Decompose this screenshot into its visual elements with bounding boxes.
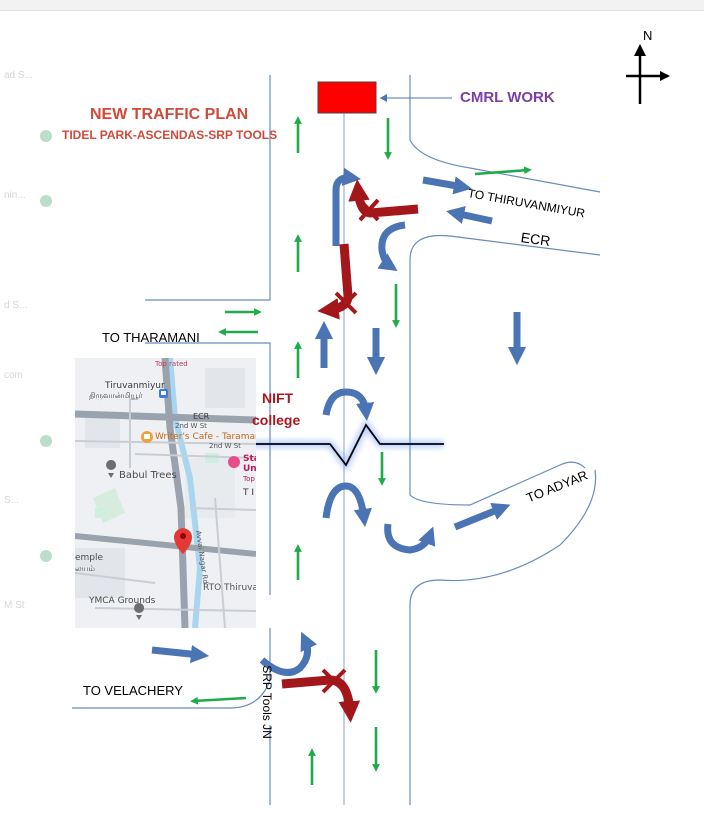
metro-station-icon <box>159 389 168 398</box>
inset-sta: Sta <box>243 454 256 464</box>
inset-writers-cafe: Writer's Cafe - Taramani <box>155 432 256 442</box>
green-east-thiruvanmiyur <box>474 166 532 176</box>
inset-ymca: YMCA Grounds <box>89 596 156 606</box>
cafe-pin-icon <box>141 431 153 443</box>
blue-uturn-south <box>322 482 372 528</box>
browser-top-strip <box>0 0 704 11</box>
inset-2nd-w-st-1: 2nd W St <box>175 422 207 430</box>
blue-uturn-top <box>332 167 362 246</box>
compass-icon <box>626 44 670 104</box>
inset-top: Top <box>243 475 255 483</box>
map-pin-icon <box>174 528 192 554</box>
road-edges <box>72 75 601 805</box>
background-page-ghost: ad S... nin... d S... com S... M St <box>0 60 70 780</box>
road-edge-west-upper <box>145 75 271 301</box>
inset-2nd-w-st-2: 2nd W St <box>209 442 241 450</box>
inset-top-rated: Top rated <box>155 360 188 368</box>
cmrl-work-label: CMRL WORK <box>460 89 555 106</box>
blue-east-srp <box>151 645 210 664</box>
nift-label-line2: college <box>252 412 301 428</box>
inset-ti: T I <box>243 488 255 498</box>
inset-ecr: ECR <box>193 412 210 421</box>
inset-google-map: Top rated Tiruvanmiyur திருவான்மியூர் EC… <box>75 358 256 628</box>
compass-north-label: N <box>643 28 653 43</box>
inset-uni: Uni <box>243 464 256 474</box>
red-blocked-srp <box>281 675 361 723</box>
green-west-velachery <box>190 696 247 705</box>
inset-rto: RTO Thiruva <box>203 583 256 593</box>
blue-curve-ecr <box>377 221 406 272</box>
inset-tiruvanmiyur-en: Tiruvanmiyur <box>105 381 165 391</box>
road-edge-tharamani-lower <box>145 342 271 595</box>
plan-title: NEW TRAFFIC PLAN <box>90 106 249 123</box>
inset-temple-en: emple <box>75 553 104 563</box>
blue-arrows <box>151 167 527 676</box>
green-arrows <box>190 116 532 785</box>
road-edge-east-upper <box>409 75 601 193</box>
srp-tools-jn-label: SRP Tools JN <box>259 665 274 739</box>
to-tharamani-label: TO THARAMANI <box>102 330 200 345</box>
blue-east-thiruvanmiyur <box>422 176 472 195</box>
inset-temple-ta: லயம் <box>75 564 95 573</box>
to-velachery-label: TO VELACHERY <box>83 683 183 698</box>
road-edge-adyar-south <box>409 469 597 805</box>
road-edge-ecr-south <box>409 234 601 506</box>
cmrl-work-box <box>317 81 377 114</box>
inset-babul-trees: Babul Trees <box>119 470 177 481</box>
blue-uturn-srp <box>259 631 318 676</box>
nift-boundary <box>245 418 444 472</box>
road-edge-west-lower <box>72 628 271 709</box>
inset-tiruvanmiyur-ta: திருவான்மியூர் <box>89 391 143 400</box>
blue-east-adyar <box>453 502 511 531</box>
nift-label-line1: NIFT <box>262 390 294 406</box>
blue-uturn-nift <box>322 388 375 422</box>
blue-curve-adyar <box>384 523 436 554</box>
blocked-turn-x-icon <box>321 198 380 694</box>
plan-subtitle: TIDEL PARK-ASCENDAS-SRP TOOLS <box>62 128 278 142</box>
blue-west-ecr <box>446 206 493 225</box>
